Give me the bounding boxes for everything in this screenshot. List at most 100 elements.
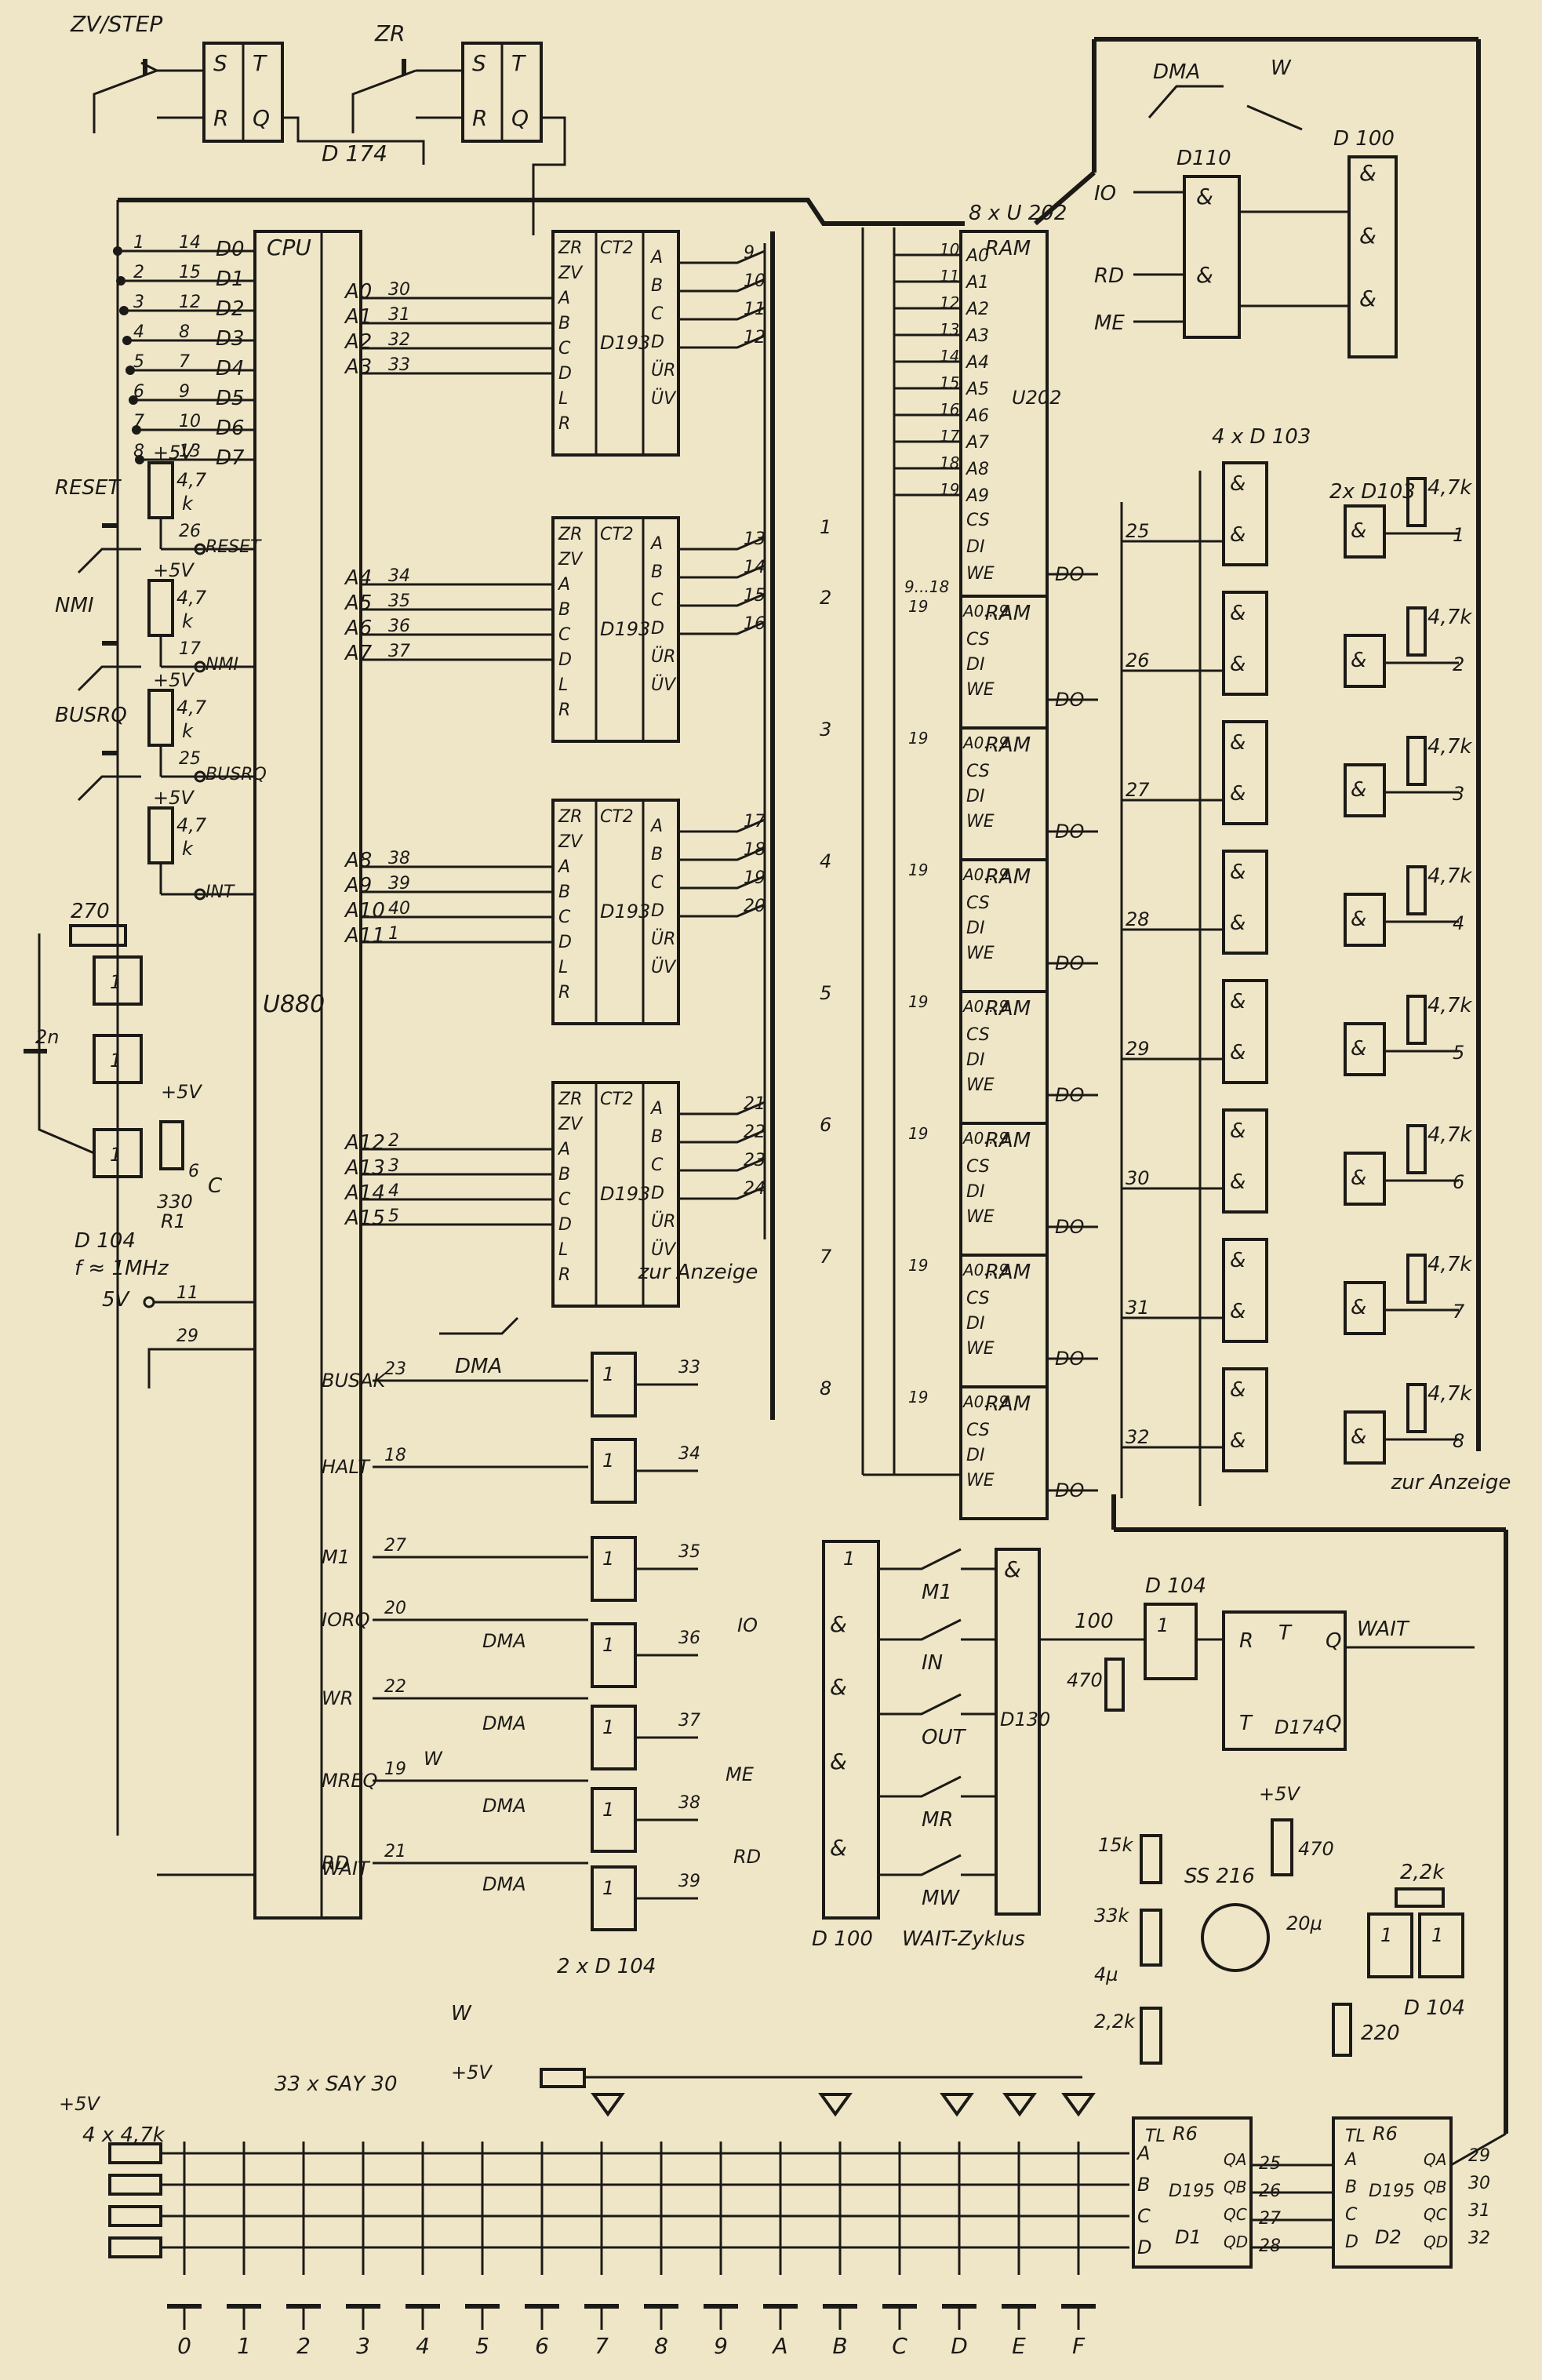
led-out: 4	[1453, 912, 1464, 934]
ctrl-out: 36	[678, 1629, 700, 1648]
ram-row-pin: 19	[908, 992, 928, 1011]
counter-out	[678, 1157, 766, 1172]
ram-row-pin: 19	[908, 1388, 928, 1407]
addr-pin: 36	[388, 617, 410, 636]
4xd103-label: 4 x D 103	[1212, 425, 1311, 449]
shift-q: QD	[1224, 2233, 1248, 2251]
driver-pin: 30	[1126, 1167, 1150, 1189]
addr-name: A11	[344, 924, 385, 948]
ram-row-pin: 19	[908, 729, 928, 748]
busrq-button-label: BUSRQ	[55, 704, 127, 727]
addr-pin: 37	[388, 642, 410, 661]
counter-out-pin: A	[649, 534, 663, 554]
addr-name: A1	[344, 305, 372, 329]
nand-out	[1344, 634, 1386, 688]
counter-out-pin: C	[651, 304, 664, 324]
dma-label-ctrl: DMA	[482, 1630, 526, 1652]
ram-addr: A6	[965, 406, 989, 426]
data-bus-name: D5	[216, 387, 245, 410]
counter-in-pin: ZV	[558, 832, 584, 852]
c-label: C	[208, 1174, 223, 1198]
shift-q: QD	[1424, 2233, 1448, 2251]
driver-pin: 25	[1126, 520, 1150, 542]
addr-name: A13	[344, 1156, 385, 1180]
r47-label: 4,7	[176, 587, 207, 609]
ram-di-num: 6	[820, 1114, 831, 1136]
ff2-s: S	[472, 50, 486, 76]
ram-ctl: CS	[966, 630, 990, 650]
r22kb-label: 2,2k	[1400, 1861, 1445, 1884]
io-label-mid: IO	[737, 1614, 758, 1636]
pullup-row	[108, 2205, 162, 2227]
frame-join	[1034, 170, 1096, 226]
data-pin: 14	[179, 233, 201, 253]
d130-chip	[995, 1548, 1041, 1916]
counter-in-pin: ZV	[558, 1115, 584, 1134]
data-pin: 13	[179, 442, 201, 461]
2xd104-label: 2 x D 104	[557, 1955, 656, 1978]
mw-switch-label: MW	[922, 1887, 960, 1910]
ram-ctl: CS	[966, 762, 990, 781]
r33k	[1140, 1909, 1162, 1967]
nand-and: &	[1230, 731, 1246, 755]
nand-out	[1344, 893, 1386, 947]
ram-ctl: CS	[966, 1157, 990, 1177]
shift-out-pin: 32	[1468, 2229, 1490, 2248]
r470b-label: 470	[1298, 1838, 1334, 1860]
k-label: k	[182, 720, 194, 742]
out-switch-label: OUT	[922, 1726, 966, 1749]
counter-out-pin: ÜV	[651, 388, 677, 409]
data-bus-name: D4	[216, 357, 245, 380]
pin-circle	[143, 1296, 155, 1308]
counter-in-pin: L	[558, 958, 568, 977]
w-switch	[1246, 104, 1303, 131]
zr-pin: ZR	[558, 238, 582, 258]
ram-ctl: WE	[966, 1207, 995, 1227]
counter-out	[678, 903, 766, 918]
button	[77, 548, 141, 574]
ram-di-num: 7	[820, 1246, 832, 1268]
dma-switch-top	[1147, 85, 1224, 118]
nand-and: &	[1230, 861, 1246, 884]
shift-out-pin: 30	[1468, 2174, 1490, 2193]
ram-row-pin: 9...18	[904, 577, 949, 596]
ram-label: RAM	[985, 1392, 1031, 1416]
tl-pin: TL	[1145, 2127, 1166, 2146]
counter-out-pin: B	[651, 1127, 663, 1147]
w-label-top: W	[1271, 56, 1292, 80]
d104-osc-label: D 104	[1404, 1996, 1465, 2020]
ff1-r: R	[213, 105, 228, 131]
k-label: k	[182, 493, 194, 515]
pullup-row	[108, 2236, 162, 2258]
r15k	[1140, 1834, 1162, 1884]
junction-dot	[132, 425, 141, 435]
nand-and: &	[1230, 472, 1246, 496]
zr-switch	[351, 69, 416, 133]
ram-addr: A4	[965, 353, 989, 373]
osc-gate-a	[1367, 1912, 1413, 1978]
d100-and: &	[1359, 223, 1377, 249]
shift-in-2: B	[1345, 2178, 1357, 2197]
counter-out	[678, 1101, 766, 1115]
ram-ctl: WE	[966, 1339, 995, 1359]
mreq-label: MREQ	[322, 1770, 377, 1792]
key-label: C	[892, 2333, 907, 2359]
addr-name: A15	[344, 1206, 385, 1230]
nmi-resistor	[147, 579, 174, 637]
nand-and: &	[1230, 1378, 1246, 1402]
counter-out	[678, 1185, 766, 1200]
shift-in: C	[1137, 2205, 1151, 2227]
driver-pin: 28	[1126, 908, 1150, 930]
ctrl-out: 33	[678, 1358, 700, 1377]
addr-pin: 40	[388, 899, 410, 919]
rd-label: RD	[1094, 264, 1124, 288]
counter-in-pin: A	[557, 1140, 570, 1159]
counter-in-pin: R	[558, 414, 570, 434]
c2n-label: 2n	[35, 1026, 59, 1048]
key-label: A	[771, 2333, 787, 2359]
junction-dot	[135, 455, 144, 464]
kb-diode-5v: +5V	[451, 2062, 493, 2083]
addr-pin: 30	[388, 280, 410, 300]
driver-pin: 27	[1126, 779, 1150, 801]
